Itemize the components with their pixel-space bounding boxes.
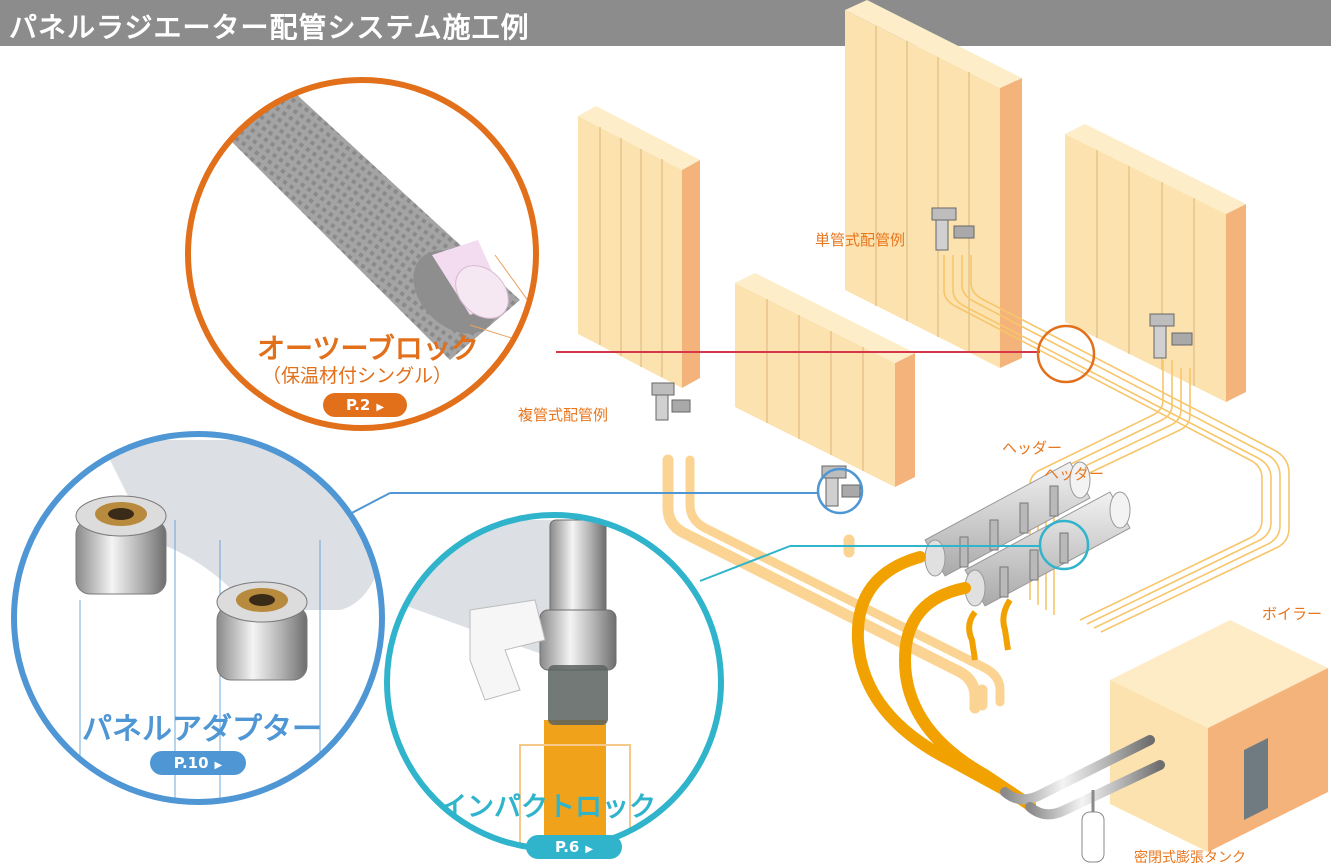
- radiator-left-upper: [578, 106, 700, 388]
- impact-lock-page-link[interactable]: P.6 ▶: [526, 835, 622, 859]
- page-title: パネルラジエーター配管システム施工例: [9, 11, 530, 44]
- radiator-top: [845, 0, 1022, 368]
- adapter-marker-circle: [816, 467, 864, 515]
- title-bar: パネルラジエーター配管システム施工例: [0, 0, 1331, 46]
- otsu-block-page: P.2: [345, 396, 371, 414]
- panel-adapter-callout: [11, 431, 385, 805]
- otsu-block-subtitle: （保温材付シングル）: [262, 365, 453, 387]
- otsu-marker-circle: [1036, 324, 1096, 384]
- impact-lock-page: P.6: [554, 838, 580, 856]
- header-label-2: ヘッダー: [1044, 465, 1105, 483]
- impact-marker-circle: [1038, 519, 1090, 571]
- play-arrow-icon: ▶: [214, 760, 223, 771]
- boiler-label: ボイラー: [1262, 605, 1323, 623]
- otsu-block-callout: [185, 77, 539, 431]
- header-label-1: ヘッダー: [1002, 439, 1063, 457]
- single-pipe-label: 単管式配管例: [815, 231, 906, 249]
- boiler-pipes: [851, 551, 1036, 811]
- boiler: [1110, 620, 1328, 852]
- impact-lock-callout: [384, 512, 724, 852]
- valve-right: [1149, 313, 1193, 359]
- play-arrow-icon: ▶: [585, 844, 594, 855]
- play-arrow-icon: ▶: [376, 402, 385, 413]
- twin-pipes: [943, 255, 1290, 633]
- impact-lock-title: インパクトロック: [440, 792, 656, 823]
- radiator-middle: [735, 273, 915, 487]
- panel-adapter-page-link[interactable]: P.10 ▶: [150, 751, 246, 775]
- double-pipe-label: 複管式配管例: [518, 406, 609, 424]
- panel-adapter-title: パネルアダプター: [82, 712, 322, 747]
- expansion-tank: [1081, 790, 1105, 863]
- valve-left: [651, 382, 691, 421]
- otsu-block-title: オーツーブロック: [257, 332, 479, 365]
- valve-top: [931, 207, 975, 251]
- otsu-block-page-link[interactable]: P.2 ▶: [323, 393, 407, 417]
- panel-adapter-page: P.10: [173, 754, 209, 772]
- expansion-tank-label: 密閉式膨張タンク: [1134, 850, 1246, 866]
